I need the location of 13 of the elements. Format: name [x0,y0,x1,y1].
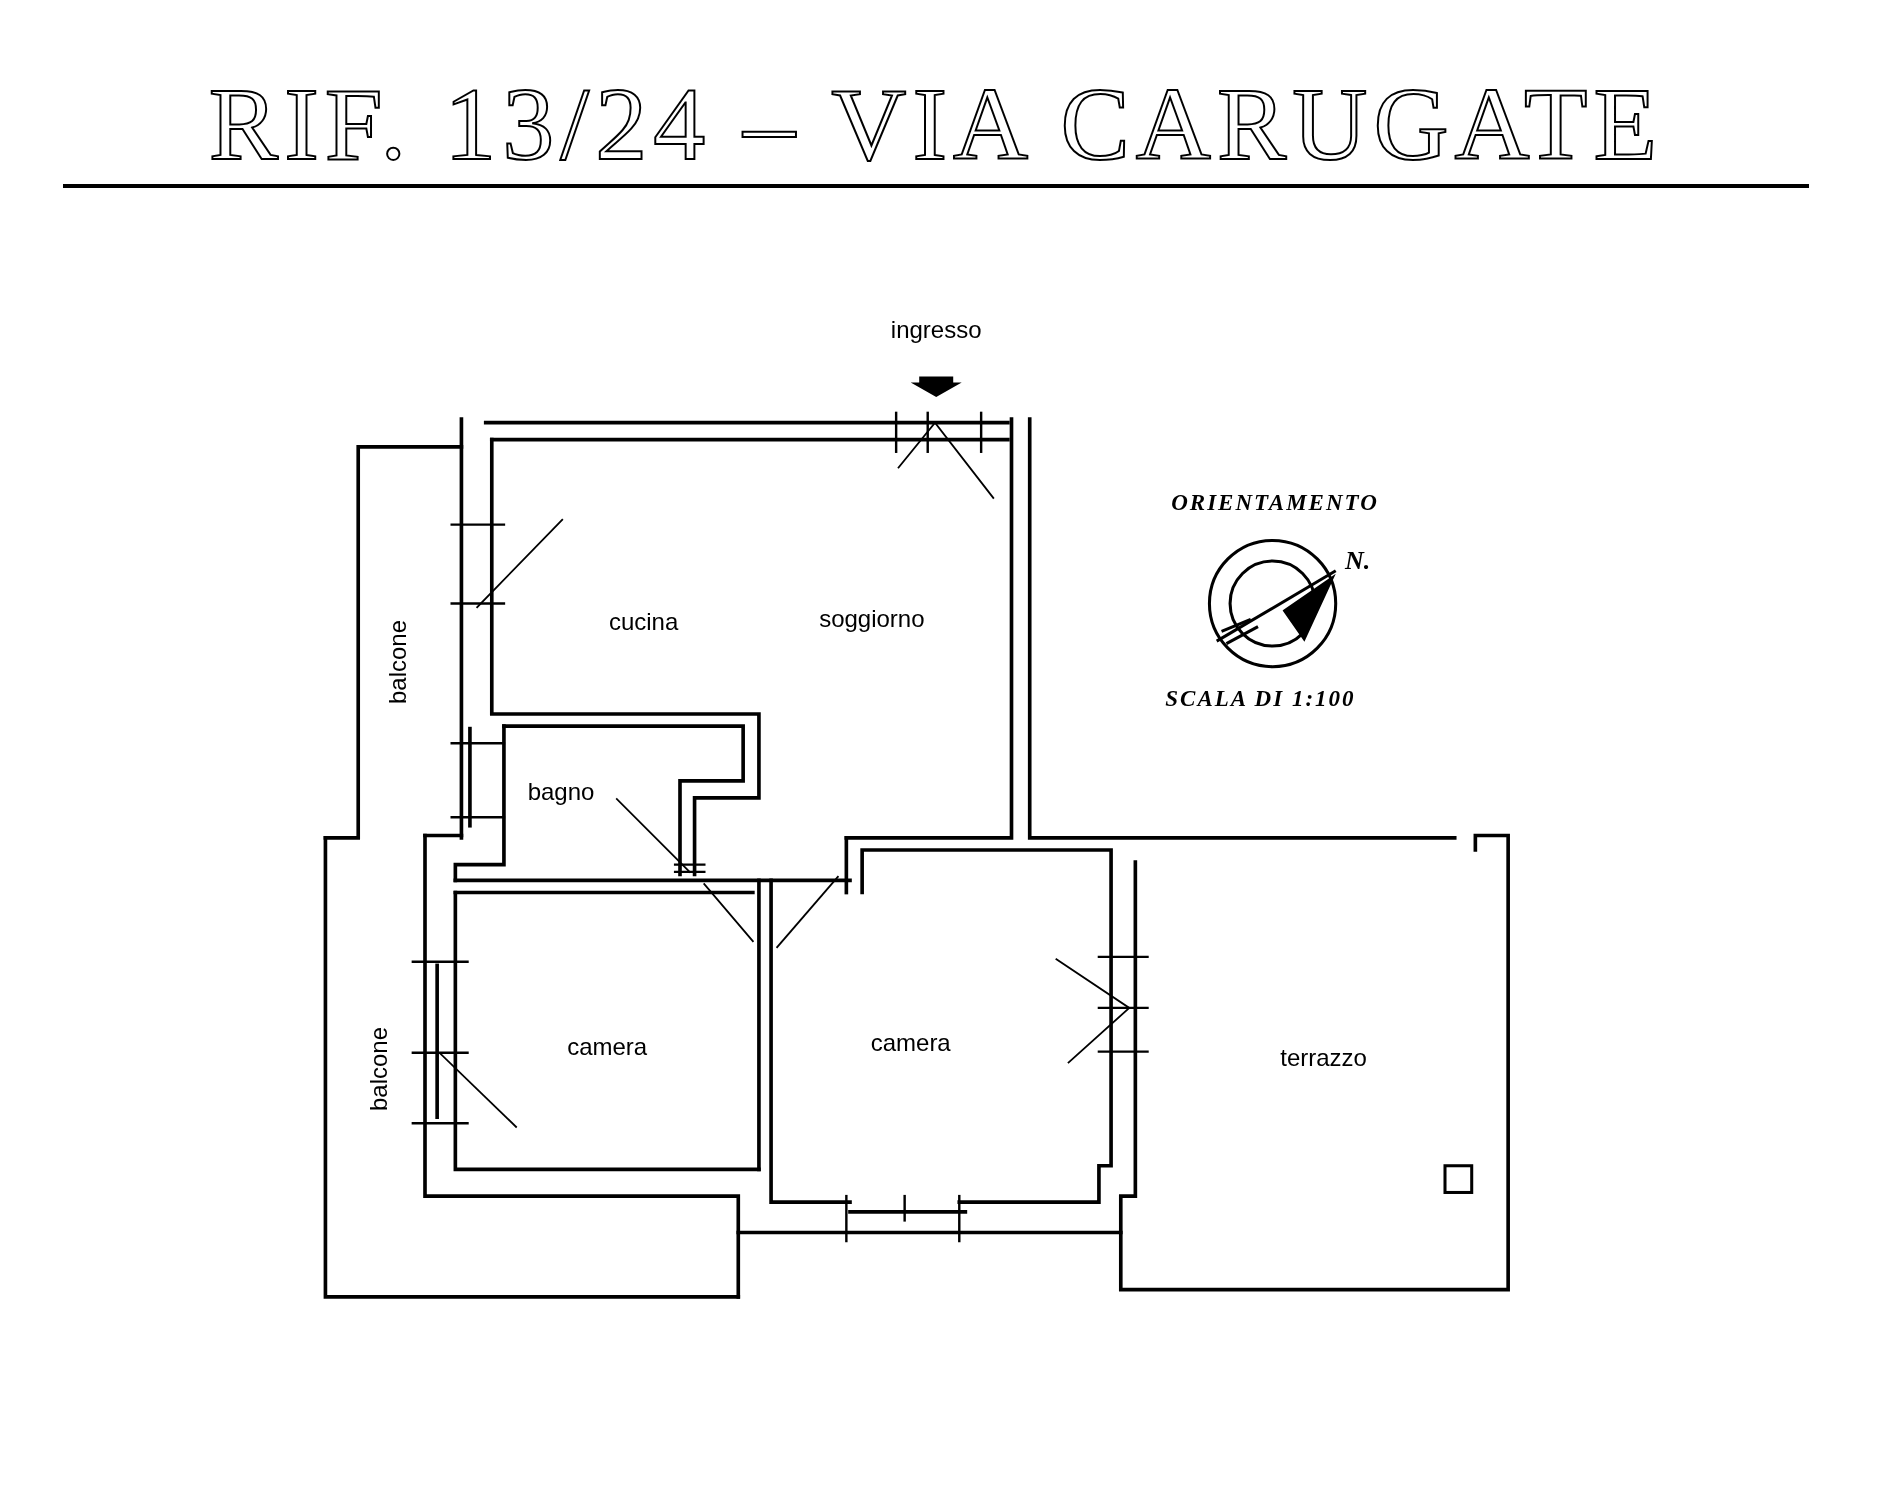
compass-caption: ORIENTAMENTO [1171,490,1379,513]
room-label: balcone [366,1026,391,1111]
north-label: N. [1344,548,1371,574]
title: RIF. 13/24 – VIA CARUGATE [208,72,1664,176]
compass-caption: SCALA DI 1:100 [1165,686,1356,710]
room-label: terrazzo [1280,1045,1367,1070]
room-label: camera [567,1034,648,1059]
room-label: cucina [608,609,679,634]
room-label: camera [870,1031,951,1056]
room-label: bagno [527,779,595,804]
room-label: soggiorno [819,607,925,632]
room-label: ingresso [890,318,982,343]
room-label: balcone [386,619,411,704]
